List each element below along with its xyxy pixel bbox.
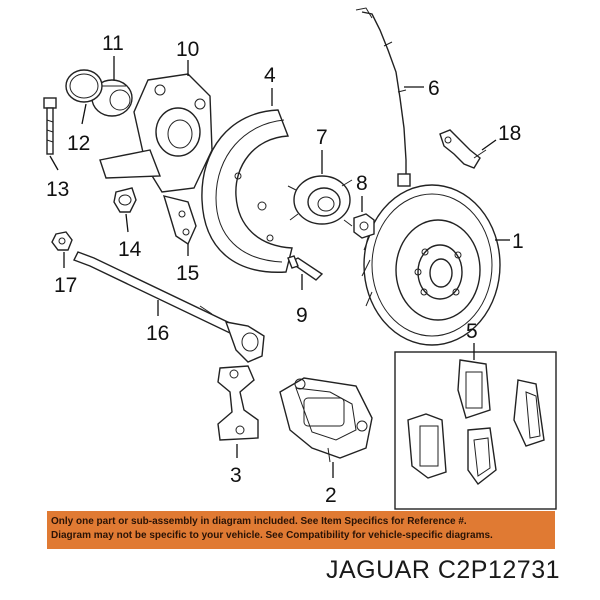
callout-17: 17 [54,274,77,297]
splash-shield-part-4 [201,109,293,273]
bushing-part-14 [113,187,137,213]
callout-3: 3 [230,464,242,487]
callout-16: 16 [146,322,169,345]
callout-15: 15 [176,262,199,285]
disclaimer-banner: Only one part or sub-assembly in diagram… [47,511,555,549]
callout-8: 8 [356,172,368,195]
bracket-part-15 [162,195,197,246]
callout-18: 18 [498,122,521,145]
link-rod-part-16 [73,251,265,363]
callout-9: 9 [296,304,308,327]
callout-11: 11 [102,32,124,55]
callout-10: 10 [176,38,199,61]
callout-7: 7 [316,126,328,149]
callout-13: 13 [46,178,69,201]
disclaimer-line-1: Only one part or sub-assembly in diagram… [51,516,467,527]
disclaimer-line-2: Diagram may not be specific to your vehi… [51,530,493,541]
callout-5: 5 [466,320,478,343]
callout-14: 14 [118,238,142,261]
caliper-bracket-part-3 [217,365,259,441]
callout-12: 12 [67,132,90,155]
brake-hose-part-6 [355,7,411,187]
callout-4: 4 [264,64,276,87]
part-caption: JAGUAR C2P12731 [326,556,561,584]
brake-disc-part-1 [361,184,501,346]
callout-2: 2 [325,484,337,507]
wheel-stud-part-9 [287,255,324,281]
callout-1: 1 [512,230,524,253]
bolt-part-13 [43,97,57,155]
callout-6: 6 [428,77,440,100]
snap-ring-part-12 [65,69,103,103]
nut-part-17 [51,231,73,251]
abs-sensor-part-18 [439,129,487,169]
wheel-hub-part-7 [287,175,353,227]
knuckle-part-10 [99,73,213,193]
brake-pads-part-5 [407,359,545,486]
nut-part-8 [353,213,375,239]
caliper-part-2 [279,377,373,463]
